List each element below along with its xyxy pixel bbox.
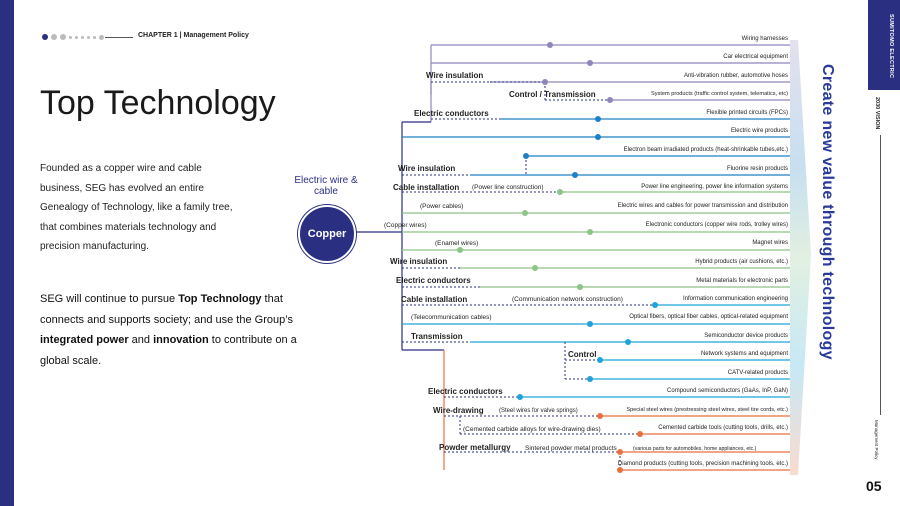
vision-divider [880,135,881,415]
product-label: Semiconductor device products [704,333,788,339]
root-caption: Electric wire & cable [294,175,358,197]
brand-tab [868,0,900,90]
section-label: Management Policy [874,420,879,460]
intro-paragraph: Founded as a copper wire and cable busin… [40,163,233,253]
product-label: Electric wires and cables for power tran… [617,203,788,209]
product-label: Information communication engineering [682,296,788,302]
product-label: Cemented carbide tools (cutting tools, d… [658,425,788,431]
product-label: Special steel wires (prestressing steel … [626,407,788,413]
chapter-label: CHAPTER 1 | Management Policy [138,32,249,39]
product-label: Fluorine resin products [726,166,788,172]
product-label: Hybrid products (air cushions, etc.) [695,259,788,265]
product-label: Electronic conductors (copper wire rods,… [645,222,788,228]
branch-telecom-cables: (Telecommunication cables) [411,314,492,321]
branch-sintered-powder: Sintered powder metal products [525,445,617,452]
product-label: Electron beam irradiated products (heat-… [623,147,788,153]
product-label: Network systems and equipment [700,351,788,357]
chapter-rule [105,37,133,38]
product-label: Magnet wires [752,240,788,246]
product-label: Diamond products (cutting tools, precisi… [617,461,788,467]
branch-enamel-wires: (Enamel wires) [435,240,479,247]
branch-wire-insulation-1: Wire insulation [426,71,484,80]
copper-root-node: Copper [298,205,356,263]
product-label: CATV-related products [727,370,788,376]
product-label: Flexible printed circuits (FPCs) [706,110,788,116]
branch-power-cables: (Power cables) [420,203,464,210]
page-number: 05 [866,478,882,494]
product-label: Wiring harnesses [741,36,788,42]
branch-wire-insulation-2: Wire insulation [398,164,456,173]
branch-sintered-powder-note: (various parts for automobiles, home app… [633,446,757,452]
branch-power-line-construction: (Power line construction) [472,184,544,191]
vision-label: 2030 VISION [874,97,880,130]
product-label: Power line engineering, power line infor… [641,184,788,190]
product-label: Car electrical equipment [723,54,788,60]
slogan: Create new value through technology [819,64,836,360]
branch-comm-network-construction: (Communication network construction) [512,296,623,303]
product-label: Anti-vibration rubber, automotive hoses [683,73,788,79]
branch-cable-installation-2: Cable installation [401,295,468,304]
branch-wire-insulation-3: Wire insulation [390,257,448,266]
left-accent-bar [0,0,14,506]
branch-cable-installation-1: Cable installation [393,183,460,192]
product-label: System products (traffic control system,… [651,91,788,97]
branch-electric-conductors-1: Electric conductors [414,109,489,118]
mission-paragraph: SEG will continue to pursue Top Technolo… [40,293,297,367]
branch-powder-metallurgy: Powder metallurgy [439,443,511,452]
brand-name: SUMITOMO ELECTRIC [888,13,894,79]
branch-cemented-carbide-alloys: (Cemented carbide alloys for wire-drawin… [463,426,601,433]
branch-steel-wires: (Steel wires for valve springs) [499,408,578,414]
branch-electric-conductors-2: Electric conductors [396,276,471,285]
product-label: Electric wire products [730,128,788,134]
product-label: Metal materials for electronic parts [696,278,788,284]
chapter-dots [42,34,104,40]
product-label: Optical fibers, optical fiber cables, op… [629,314,788,320]
page-title: Top Technology [40,84,276,122]
product-label: Compound semiconductors (GaAs, InP, GaN) [667,388,788,394]
branch-control-transmission: Control / Transmission [509,90,596,99]
branch-transmission: Transmission [411,332,463,341]
branch-control: Control [568,350,597,359]
branch-wire-drawing: Wire-drawing [433,406,484,415]
branch-electric-conductors-3: Electric conductors [428,387,503,396]
branch-copper-wires: (Copper wires) [384,222,427,229]
